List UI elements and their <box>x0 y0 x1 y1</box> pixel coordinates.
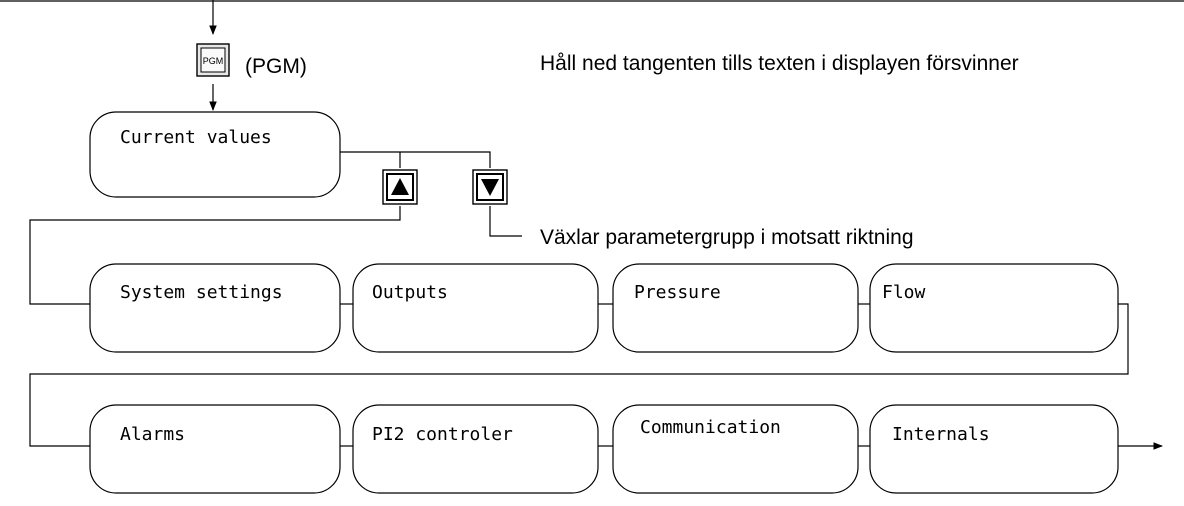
pgm-caption: (PGM) <box>245 55 307 78</box>
hold-note: Håll ned tangenten tills texten i displa… <box>540 52 1019 75</box>
pgm-key[interactable]: PGM <box>196 43 230 77</box>
down-key-note-connector <box>489 206 522 237</box>
group-box-outputs[interactable] <box>352 263 599 353</box>
group-box-pi2-controler[interactable] <box>352 404 599 494</box>
arrow-down-icon <box>481 179 499 196</box>
group-label-internals: Internals <box>892 424 990 445</box>
arrow-up-icon <box>391 178 409 195</box>
current-values-box <box>89 111 341 198</box>
group-label-communication: Communication <box>640 417 781 438</box>
group-label-outputs: Outputs <box>372 282 448 303</box>
group-label-pressure: Pressure <box>634 282 721 303</box>
current-values-label: Current values <box>120 127 272 148</box>
arrow-down-key[interactable] <box>472 169 508 205</box>
group-label-flow: Flow <box>882 282 926 303</box>
pgm-key-label: PGM <box>203 56 224 66</box>
group-label-pi2-controler: PI2 controler <box>372 424 513 445</box>
up-key-loop-connector <box>29 206 401 305</box>
row-wrap-connector <box>29 303 1129 447</box>
group-box-communication[interactable] <box>612 404 859 494</box>
group-box-system-settings[interactable] <box>89 263 341 353</box>
group-box-pressure[interactable] <box>612 263 859 353</box>
group-box-internals[interactable] <box>869 404 1119 494</box>
toggle-note: Växlar parametergrupp i motsatt riktning <box>540 226 914 249</box>
group-label-system-settings: System settings <box>120 282 283 303</box>
current-to-keys-connector <box>340 151 491 168</box>
arrow-up-key[interactable] <box>382 169 418 205</box>
group-box-alarms[interactable] <box>89 404 341 494</box>
group-box-flow[interactable] <box>869 263 1119 353</box>
group-label-alarms: Alarms <box>120 424 185 445</box>
